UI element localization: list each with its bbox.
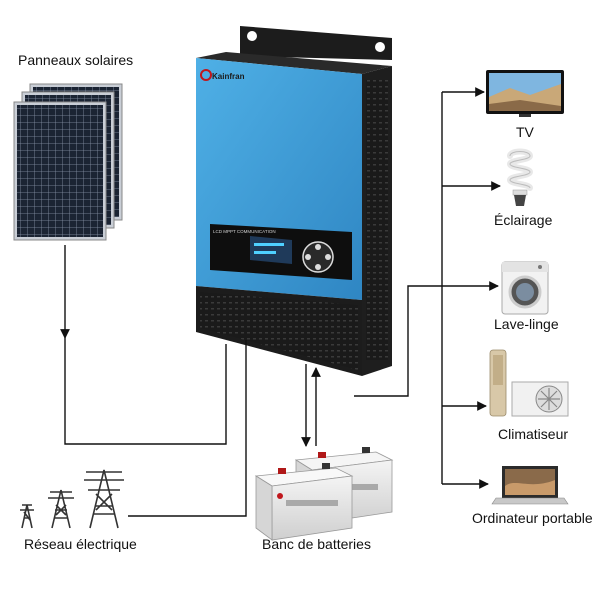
output-bus xyxy=(354,285,442,397)
load-label-laptop: Ordinateur portable xyxy=(472,510,593,526)
air-conditioner-icon xyxy=(489,349,569,417)
grid-label: Réseau électrique xyxy=(24,536,137,552)
load-label-air-conditioner: Climatiseur xyxy=(498,426,569,442)
load-label-lighting: Éclairage xyxy=(494,212,553,228)
solar-panels-icon xyxy=(13,83,123,241)
load-label-tv: TV xyxy=(516,124,534,140)
battery-bank-icon xyxy=(254,447,394,541)
brand-logo: Kainfran xyxy=(212,72,245,81)
light-bulb-icon xyxy=(506,148,534,206)
inverter-panel-title: LCD MPPT COMMUNICATION xyxy=(213,229,276,234)
power-grid-icon xyxy=(20,469,124,529)
laptop-icon xyxy=(491,466,569,505)
load-label-washing-machine: Lave-linge xyxy=(494,316,559,332)
solar-panels-label: Panneaux solaires xyxy=(18,52,134,68)
washing-machine-icon xyxy=(501,261,549,315)
tv-icon xyxy=(486,70,564,117)
connection-lines xyxy=(60,87,501,517)
battery-bank-label: Banc de batteries xyxy=(262,536,371,552)
inverter-icon xyxy=(196,26,392,376)
grid-line xyxy=(128,340,247,517)
